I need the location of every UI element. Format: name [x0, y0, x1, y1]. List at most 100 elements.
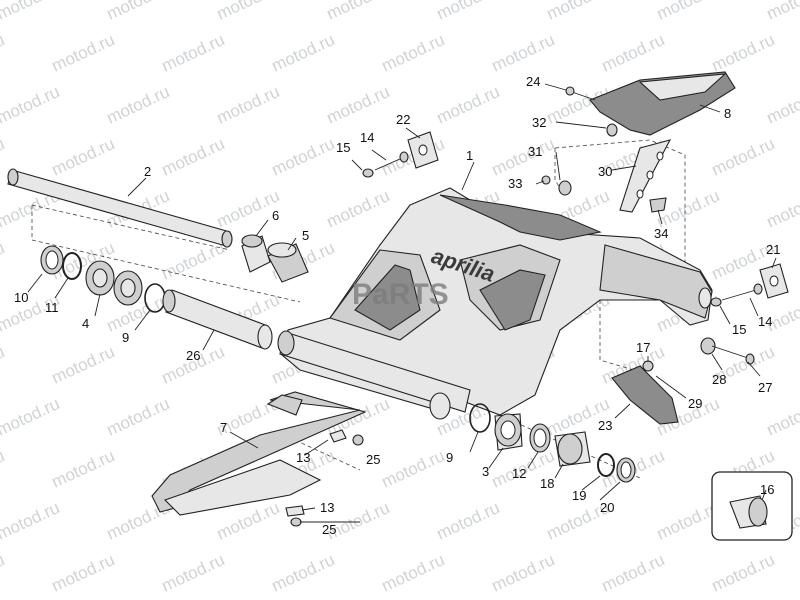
- watermark-text: motod.ru: [379, 550, 448, 596]
- watermark-text: motod.ru: [709, 134, 778, 180]
- watermark-text: motod.ru: [379, 30, 448, 76]
- watermark-text: motod.ru: [269, 550, 338, 596]
- watermark-text: motod.ru: [599, 550, 668, 596]
- callout-27: 27: [758, 380, 772, 395]
- callout-14-right: 14: [758, 314, 772, 329]
- watermark-text: motod.ru: [214, 0, 283, 24]
- callout-34: 34: [654, 226, 668, 241]
- callout-19: 19: [572, 488, 586, 503]
- callout-15-top: 15: [336, 140, 350, 155]
- part-13-washer-bottom: [285, 505, 305, 517]
- callout-10: 10: [14, 290, 28, 305]
- callout-32: 32: [532, 115, 546, 130]
- callout-25-bottom: 25: [322, 522, 336, 537]
- watermark-text: motod.ru: [0, 550, 7, 596]
- parts-overlay-logo: PaRTS: [352, 278, 449, 311]
- watermark-text: motod.ru: [159, 134, 228, 180]
- watermark-text: motod.ru: [709, 550, 778, 596]
- part-17-nut: [642, 360, 654, 372]
- watermark-text: motod.ru: [159, 550, 228, 596]
- callout-28: 28: [712, 372, 726, 387]
- part-33-nut: [541, 175, 551, 185]
- part-15-nut-top: [362, 168, 374, 178]
- callout-17: 17: [636, 340, 650, 355]
- watermark-text: motod.ru: [0, 134, 7, 180]
- watermark-text: motod.ru: [489, 30, 558, 76]
- watermark-text: motod.ru: [0, 82, 62, 128]
- part-18-spacer: [554, 431, 591, 467]
- watermark-text: motod.ru: [0, 342, 7, 388]
- watermark-text: motod.ru: [379, 446, 448, 492]
- callout-30: 30: [598, 164, 612, 179]
- part-9-o-ring-right: [469, 403, 491, 433]
- watermark-text: motod.ru: [654, 0, 723, 24]
- callout-15-right: 15: [732, 322, 746, 337]
- part-1-swingarm: aprilia: [277, 187, 713, 420]
- callout-29: 29: [688, 396, 702, 411]
- leader-lines: [27, 83, 777, 523]
- part-20-seal: [616, 457, 636, 483]
- watermark-text: motod.ru: [764, 0, 800, 24]
- callout-20: 20: [600, 500, 614, 515]
- watermark-text: motod.ru: [0, 446, 7, 492]
- part-34-grommet: [649, 197, 667, 213]
- watermark-text: motod.ru: [764, 394, 800, 440]
- callout-25-top: 25: [366, 452, 380, 467]
- callout-labels: 1 2 3 4 5 6 7 8 9 9 10 11 12 13 13 14 14…: [14, 74, 780, 537]
- watermark-text: motod.ru: [324, 82, 393, 128]
- watermark-text: motod.ru: [324, 0, 393, 24]
- part-4-bearings: [85, 260, 143, 306]
- part-10-seal: [40, 245, 64, 275]
- watermark-text: motod.ru: [104, 394, 173, 440]
- callout-7: 7: [220, 420, 227, 435]
- part-19-circlip: [597, 453, 615, 477]
- callout-23: 23: [598, 418, 612, 433]
- watermark-text: motod.ru: [764, 82, 800, 128]
- watermark-text: motod.ru: [599, 30, 668, 76]
- part-30-plate: [619, 139, 672, 213]
- callout-12: 12: [512, 466, 526, 481]
- callout-4: 4: [82, 316, 89, 331]
- part-21-block: [759, 263, 789, 299]
- part-16-inset: [711, 471, 793, 541]
- callout-26: 26: [186, 348, 200, 363]
- watermark-text: motod.ru: [0, 30, 7, 76]
- part-12-ring: [529, 423, 551, 453]
- part-32-spacer: [606, 123, 618, 137]
- part-27-screw: [711, 345, 755, 365]
- watermark-text: motod.ru: [269, 30, 338, 76]
- callout-8: 8: [724, 106, 731, 121]
- part-25-screw-top: [352, 434, 364, 446]
- part-14-screw-right: [721, 283, 763, 301]
- callout-11: 11: [45, 300, 59, 315]
- watermark-text: motod.ru: [269, 134, 338, 180]
- callout-5: 5: [302, 228, 309, 243]
- part-31-bush: [558, 180, 572, 196]
- part-3-needle-bearing: [494, 413, 523, 451]
- watermark-text: motod.ru: [49, 342, 118, 388]
- part-26-spacer-tube: [162, 289, 273, 350]
- part-14-screw-top: [374, 151, 409, 171]
- watermark-text: motod.ru: [49, 30, 118, 76]
- watermark-text: motod.ru: [434, 0, 503, 24]
- watermark-text: motod.ru: [49, 550, 118, 596]
- watermark-text: motod.ru: [159, 238, 228, 284]
- watermark-text: motod.ru: [0, 0, 62, 24]
- watermark-text: motod.ru: [489, 134, 558, 180]
- callout-9-right: 9: [446, 450, 453, 465]
- part-2-pivot-axle: [7, 168, 233, 248]
- callout-22: 22: [396, 112, 410, 127]
- watermark-text: motod.ru: [709, 30, 778, 76]
- part-5-bush: [267, 242, 309, 283]
- part-25-screw-bottom: [290, 517, 302, 527]
- watermark-text: motod.ru: [489, 550, 558, 596]
- callout-24: 24: [526, 74, 540, 89]
- watermark-text: motod.ru: [49, 134, 118, 180]
- callout-16: 16: [760, 482, 774, 497]
- watermark-text: motod.ru: [214, 82, 283, 128]
- watermark-text: motod.ru: [434, 498, 503, 544]
- callout-2: 2: [144, 164, 151, 179]
- part-15-nut-right: [710, 297, 722, 307]
- watermark-text: motod.ru: [764, 186, 800, 232]
